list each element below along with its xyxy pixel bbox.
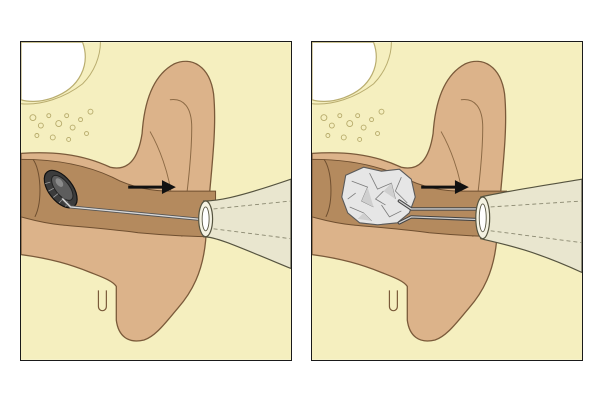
middle-ear-cavity — [312, 42, 377, 102]
eardrum — [323, 158, 332, 218]
hook-icon — [61, 197, 218, 223]
arrow-right-icon — [421, 180, 469, 195]
eardrum — [32, 158, 41, 218]
paper-wad-icon — [341, 166, 416, 226]
left-panel — [20, 41, 292, 361]
bone-contour — [21, 42, 101, 105]
ear-canal-illustration-forceps — [312, 42, 582, 360]
lobule-notch — [388, 290, 398, 312]
speculum-icon — [475, 178, 582, 274]
middle-ear-cavity — [21, 42, 86, 102]
right-panel — [311, 41, 583, 361]
arrow-right-icon — [128, 180, 176, 195]
lobule-notch — [97, 290, 107, 312]
bone-contour — [312, 42, 392, 105]
battery-icon — [43, 169, 78, 209]
ear-canal-illustration-hook — [21, 42, 291, 360]
speculum-icon — [198, 178, 291, 270]
